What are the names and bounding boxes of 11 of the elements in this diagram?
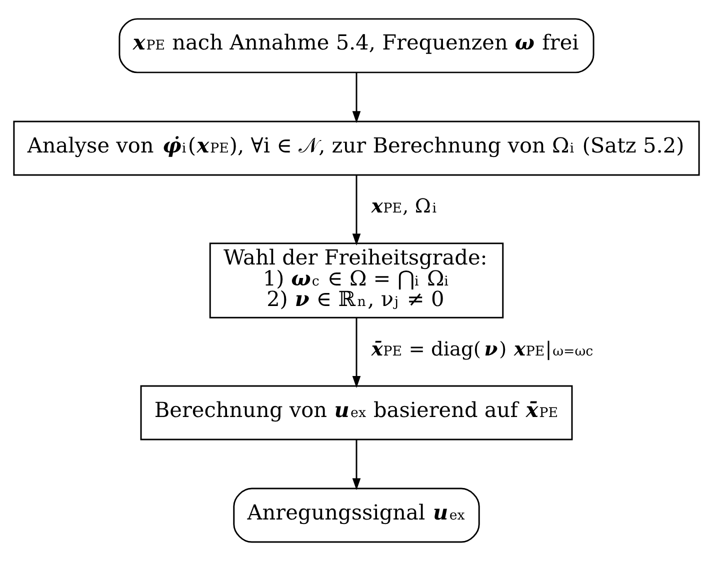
edge-label: xPE, Ωi — [371, 194, 437, 218]
node-box: Wahl der Freiheitsgrade: 1) ωc ∈ Ω = ⋂i Ωi 2) ν ∈ ℝn, νj ≠ 0 — [209, 242, 504, 318]
arrow — [352, 175, 361, 246]
arrow — [352, 440, 361, 490]
arrow — [352, 318, 361, 388]
arrow — [352, 72, 361, 124]
node-box: Berechnung von uex basierend auf x̄PE — [140, 385, 573, 440]
node-box: Analyse von φ̇i(xPE), ∀i ∈ 𝒩, zur Berechnung von Ωi (Satz 5.2) — [13, 120, 700, 176]
edge-label: x̄PE = diag(ν) xPE|ω=ωc — [371, 337, 594, 360]
node-box: xPE nach Annahme 5.4, Frequenzen ω frei — [118, 18, 594, 74]
node-box: Anregungssignal uex — [233, 488, 480, 543]
